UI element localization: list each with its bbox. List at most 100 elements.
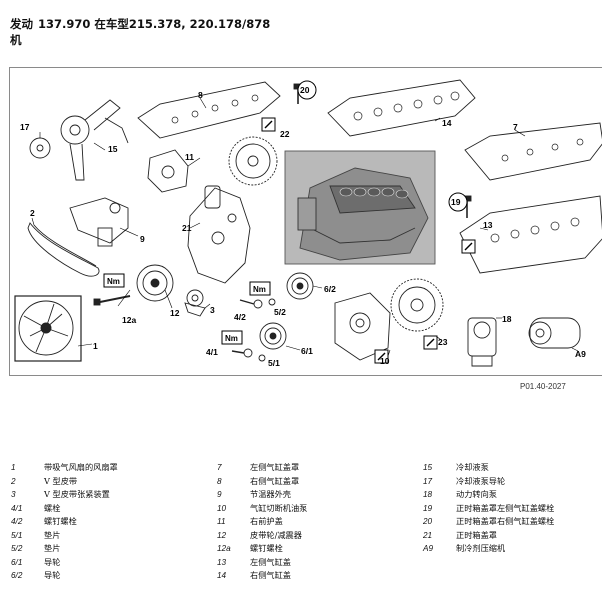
callout-labels: 1 2 3 4/2 4/1 5/2 5/1 6/1 6/2 7 8 9 10 1… [20, 85, 586, 368]
legend-description: 右侧气缸盖 [250, 570, 291, 580]
callout-15: 15 [108, 144, 118, 154]
figure-id: P01.40-2027 [520, 382, 566, 391]
legend-row: 2 V 型皮带 [11, 475, 118, 489]
nm-badge-1: Nm [103, 273, 125, 288]
legend-description: 冷却液泵导轮 [456, 475, 506, 486]
coolant-pump-idler [29, 137, 51, 159]
torque-badges: Nm Nm Nm [103, 80, 476, 364]
callout-7: 7 [513, 122, 518, 132]
callout-21: 21 [182, 223, 192, 233]
exploded-view-drawing: Nm Nm Nm 1 2 3 4/2 4/1 [14, 79, 602, 368]
legend-number: 15 [423, 463, 433, 472]
legend-description: 正时箱盖罩左侧气缸盖螺栓 [456, 502, 555, 513]
pulley-damper [136, 264, 174, 302]
legend-description: 垫片 [44, 529, 61, 540]
section-label: 发动机 [10, 17, 33, 47]
legend-description: 气缸切断机油泵 [250, 502, 308, 513]
nm-badge-2: Nm [249, 281, 271, 296]
legend-description: 螺钉螺栓 [44, 516, 77, 526]
legend-number: 6/2 [11, 571, 23, 580]
legend-description: 右前护盖 [250, 516, 283, 526]
legend-description: 节温器外壳 [250, 489, 291, 499]
callout-6-1: 6/1 [301, 346, 313, 356]
legend-number: 3 [11, 490, 16, 499]
camshaft-sprocket-22 [228, 136, 278, 186]
idler-pulley-6-1 [259, 322, 287, 350]
legend-number: 17 [423, 476, 433, 486]
svg-text:Nm: Nm [225, 334, 238, 343]
legend-description: V 型皮带 [44, 475, 78, 486]
legend-description: 皮带轮/减震器 [250, 529, 302, 540]
legend-number: 18 [423, 490, 433, 499]
callout-12: 12 [170, 308, 180, 318]
callout-circle-19 [448, 192, 468, 212]
cylinder-cutoff-oil-pump [334, 292, 391, 361]
belt-tensioner [184, 289, 206, 317]
callout-4-1: 4/1 [206, 347, 218, 357]
callout-18: 18 [502, 314, 512, 324]
legend-number: 5/2 [11, 544, 23, 553]
legend-description: 正时箱盖罩右侧气缸盖螺栓 [456, 516, 555, 526]
legend-number: 2 [11, 476, 16, 486]
legend-description: 带吸气风扇的风扇罩 [44, 462, 118, 472]
page-title: 137.970 在车型215.378, 220.178/878 [38, 17, 271, 31]
callout-19: 19 [451, 197, 461, 207]
callout-11: 11 [185, 152, 194, 162]
nm-badge-3: Nm [221, 330, 243, 345]
idler-pulley-6-2 [286, 272, 314, 300]
front-right-cover [147, 149, 189, 193]
callout-10: 10 [380, 356, 390, 366]
legend-number: 4/1 [11, 503, 23, 513]
legend-number: 19 [423, 503, 433, 513]
leader-lines [31, 97, 579, 357]
legend-description: V 型皮带张紧装置 [44, 489, 110, 499]
legend-row: 5/2 垫片 [11, 542, 118, 556]
legend-description: 右侧气缸盖罩 [250, 475, 300, 486]
legend-number: 21 [423, 530, 433, 540]
legend-row: 19 正时箱盖罩左侧气缸盖螺栓 [423, 502, 554, 516]
legend-number: A9 [423, 544, 434, 553]
legend-number: 6/1 [11, 557, 23, 567]
callout-5-2: 5/2 [274, 307, 286, 317]
callout-8: 8 [198, 90, 203, 100]
camshaft-sprocket-23 [390, 278, 444, 332]
v-belt [27, 222, 100, 277]
legend-number: 12a [217, 544, 231, 553]
svg-text:Nm: Nm [107, 277, 120, 286]
legend-description: 左侧气缸盖 [250, 556, 291, 567]
callout-2: 2 [30, 208, 35, 218]
legend-description: 冷却液泵 [456, 462, 489, 472]
legend-row: 8 右侧气缸盖罩 [217, 475, 307, 489]
legend-number: 4/2 [11, 517, 23, 526]
svg-text:Nm: Nm [253, 285, 266, 294]
callout-a9: A9 [575, 349, 586, 359]
fan-shroud [14, 295, 82, 362]
coolant-pump [60, 99, 129, 181]
callout-3: 3 [210, 305, 215, 315]
right-cylinder-head-cover [137, 81, 281, 139]
legend-description: 垫片 [44, 543, 61, 553]
legend-number: 8 [217, 476, 222, 486]
callout-circle-20 [297, 80, 317, 100]
legend-number: 10 [217, 503, 227, 513]
tool-badge-23 [423, 335, 438, 350]
callout-13: 13 [483, 220, 493, 230]
callout-17: 17 [20, 122, 30, 132]
timing-case-cover [187, 185, 251, 284]
left-cylinder-head-cover [464, 122, 602, 181]
exploded-view-figure: Nm Nm Nm 1 2 3 4/2 4/1 [9, 67, 602, 376]
